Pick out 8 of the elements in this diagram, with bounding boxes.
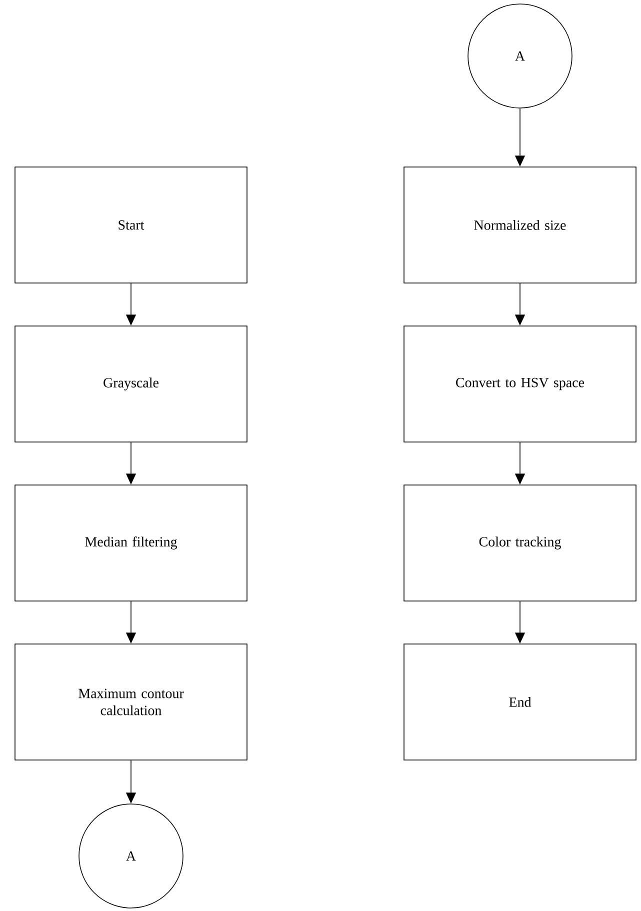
process-box: Grayscale — [14, 326, 248, 442]
process-box: Maximum contour calculation — [14, 644, 248, 760]
process-box: Start — [14, 166, 248, 284]
process-box: End — [404, 644, 636, 760]
process-box: Normalized size — [404, 166, 636, 284]
process-box: Color tracking — [404, 484, 636, 602]
process-box: Median filtering — [14, 484, 248, 602]
process-box: Convert to HSV space — [404, 326, 636, 442]
